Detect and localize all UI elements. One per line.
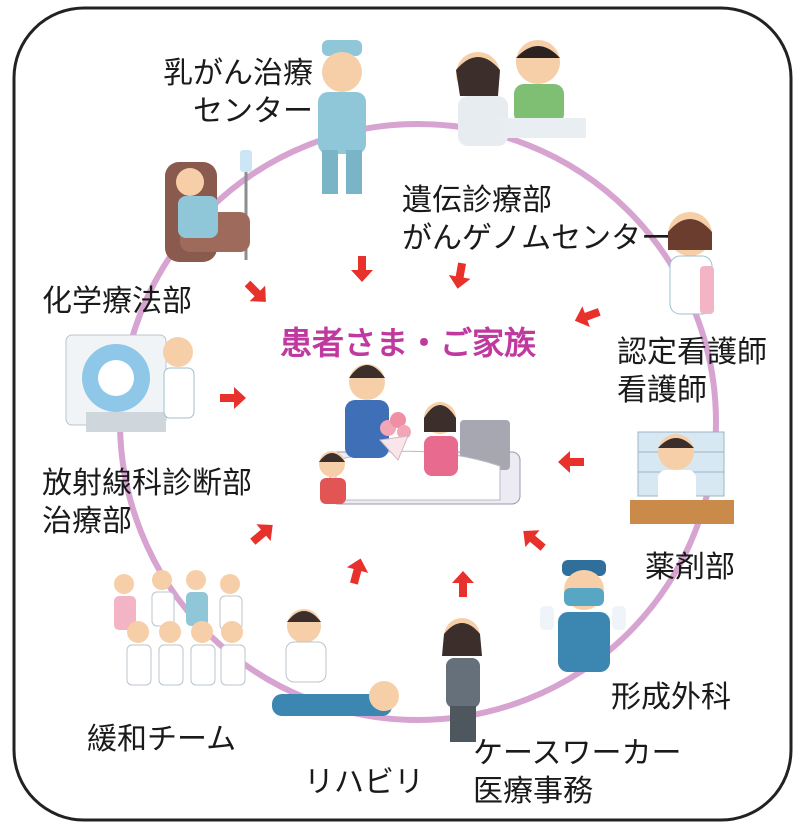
label-nurses: 認定看護師 看護師 [617, 335, 767, 408]
arrow-from-caseworker [452, 571, 474, 597]
arrows [220, 256, 601, 597]
label-palliative: 緩和チーム [87, 722, 237, 757]
arrow-from-palliative [250, 524, 273, 545]
nurse-illustration [668, 212, 714, 315]
surgeon-illustration [318, 40, 366, 194]
rehab-illustration [272, 609, 399, 716]
label-chemotherapy: 化学療法部 [42, 284, 192, 319]
ct-scanner-illustration [65, 334, 195, 432]
arrow-from-nurses [574, 306, 601, 328]
arrow-from-radiology [220, 387, 246, 409]
label-pharmacy: 薬剤部 [645, 550, 735, 585]
arrow-from-pharmacy [558, 451, 584, 473]
label-radiology: 放射線科診断部 治療部 [42, 466, 252, 539]
center-title: 患者さま・ご家族 [280, 324, 537, 362]
pharmacist-illustration [630, 431, 734, 524]
label-plastic-surgery: 形成外科 [611, 680, 731, 715]
arrow-from-rehab [346, 558, 369, 585]
patient-family-illustration [319, 364, 521, 505]
label-genetics: 遺伝診療部 がんゲノムセンター [402, 183, 672, 256]
plastic-surgeon-illustration [540, 560, 626, 672]
chemo-illustration [165, 150, 252, 262]
caseworker-illustration [442, 618, 482, 742]
label-caseworker: ケースワーカー 医療事務 [473, 736, 682, 809]
bouquet-icon [379, 412, 411, 461]
label-rehabilitation: リハビリ [304, 765, 424, 800]
arrow-from-breast-center [351, 256, 373, 282]
palliative-team-illustration [114, 570, 246, 686]
label-breast-cancer-center: 乳がん治療 センター [163, 56, 313, 129]
counseling-illustration [456, 40, 586, 146]
arrow-from-genetics [448, 262, 471, 289]
arrow-from-plastic [523, 530, 546, 551]
arrow-from-chemo [244, 280, 266, 302]
